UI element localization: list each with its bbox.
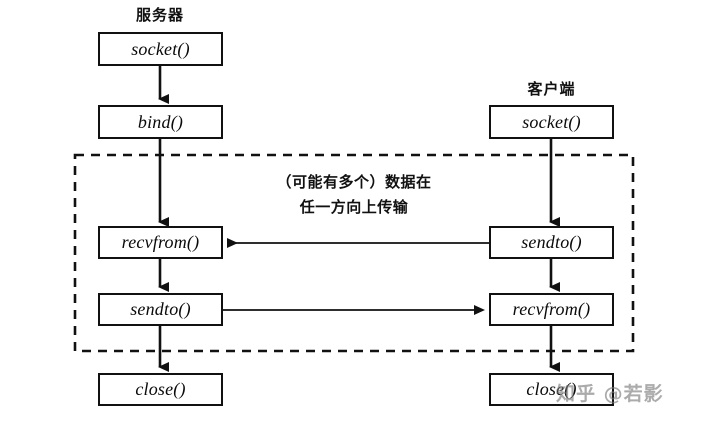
node-server-socket[interactable]: socket() [98,32,223,66]
node-client-socket[interactable]: socket() [489,105,614,139]
node-server-recvfrom[interactable]: recvfrom() [98,226,223,259]
node-server-sendto[interactable]: sendto() [98,293,223,326]
node-client-sendto[interactable]: sendto() [489,226,614,259]
node-server-bind[interactable]: bind() [98,105,223,139]
watermark: 知乎 @若影 [556,383,664,405]
node-server-close[interactable]: close() [98,373,223,406]
node-client-recvfrom[interactable]: recvfrom() [489,293,614,326]
dashed-region-border [73,153,635,353]
server-column-label: 服务器 [135,6,184,24]
client-column-label: 客户端 [527,80,576,98]
node-client-close[interactable]: close() [489,373,614,406]
data-transfer-annotation: （可能有多个）数据在 任一方向上传输 [276,173,432,216]
